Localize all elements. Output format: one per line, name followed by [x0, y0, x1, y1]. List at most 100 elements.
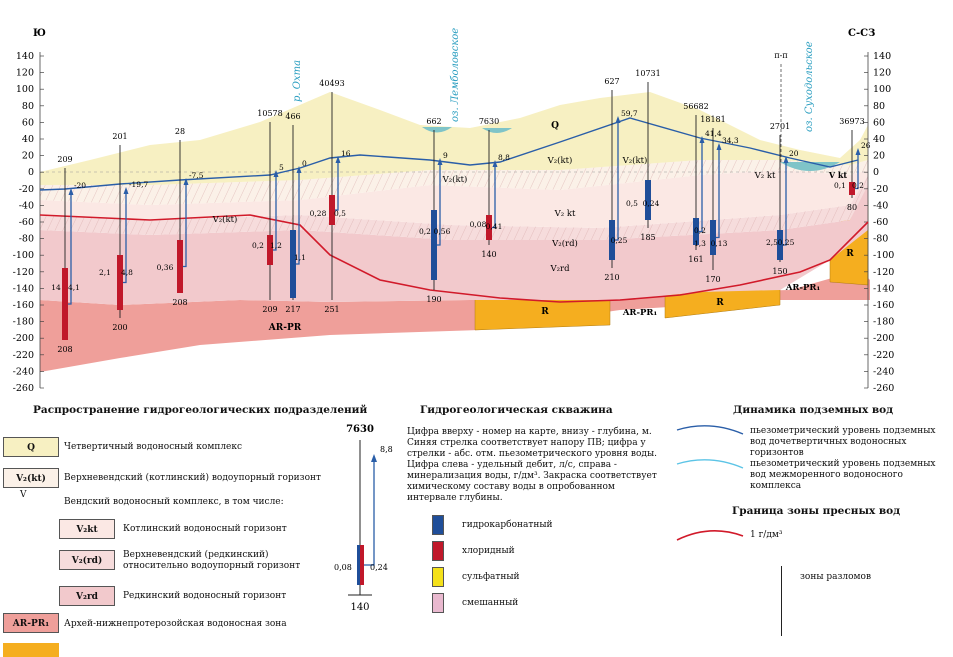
well-level: 34,3: [722, 136, 739, 145]
well-rate: 0,2: [694, 226, 706, 235]
axis-tick-label: 120: [16, 68, 34, 79]
well-example-left: 0,08: [334, 563, 352, 572]
well-number: 209: [57, 155, 72, 164]
label-arpr1-2: AR-PR₁: [785, 283, 821, 293]
chem-mixed-swatch: [432, 593, 444, 613]
well-arrow-tip: [855, 148, 861, 155]
chem-sulfate: сульфатный: [462, 572, 520, 582]
label-r-2: R: [716, 298, 724, 308]
legend-r-box-partial: [3, 643, 59, 657]
well-head-arrow: [68, 194, 72, 305]
axis-tick-label: -100: [13, 250, 34, 261]
well-rate: 0,28: [310, 209, 327, 218]
well-rate: 1,2: [270, 241, 282, 250]
well-number: 18181: [700, 115, 725, 124]
axis-tick-label: 0: [28, 167, 34, 178]
legend-units-title: Распространение гидрогеологических подра…: [33, 404, 368, 416]
well-head-arrow: [783, 162, 787, 246]
well-rate: 1,3: [694, 239, 706, 248]
label-v2rd: V₂rd: [549, 264, 570, 274]
faults-text: зоны разломов: [800, 572, 872, 582]
well-screen: [777, 230, 783, 260]
label-v2kt-aq-3: V₂(kt): [622, 155, 648, 166]
well-head-arrow: [183, 184, 187, 268]
well-example-level: 8,8: [380, 445, 393, 454]
well-number: 28: [175, 127, 185, 136]
well-depth: 185: [640, 233, 655, 242]
axis-tick-label: 60: [873, 117, 885, 128]
well-number: 7630: [479, 117, 499, 126]
axis-tick-label: -20: [19, 184, 34, 195]
well-number: 627: [604, 77, 619, 86]
well-arrow-tip: [273, 170, 279, 177]
label-r-3: R: [846, 249, 854, 259]
axis-tick-label: 20: [873, 151, 885, 162]
axis-tick-label: -60: [873, 217, 888, 228]
legend-dynamics-title: Динамика подземных вод: [733, 404, 894, 416]
axis-tick-label: 140: [16, 51, 34, 62]
legend-v2rd-aq-text: Верхневендский (редкинский) относительно…: [123, 550, 301, 571]
well-depth: 80: [847, 203, 857, 212]
label-q: Q: [551, 121, 559, 131]
well-arrow-tip: [783, 156, 789, 163]
well-rate: 0,41: [486, 222, 503, 231]
well-arrow-tip: [699, 136, 705, 143]
label-v2kt-aq-2: V₂(kt): [547, 155, 573, 166]
label-v2kt-2: V₂ kt: [754, 171, 776, 181]
well-screen: [710, 220, 716, 255]
well-arrow-tip: [296, 166, 302, 173]
label-vkt-small: V kt: [828, 170, 848, 180]
axis-tick-label: -260: [13, 383, 34, 394]
chem-chloride-swatch: [432, 541, 444, 561]
axis-tick-label: -240: [13, 366, 34, 377]
well-rate: 0,13: [711, 239, 728, 248]
river-okhta: р. Охта: [292, 60, 303, 102]
well-head-arrow: [273, 176, 277, 251]
well-screen: [431, 210, 437, 280]
well-screen: [609, 220, 615, 260]
well-rate: 1,1: [294, 253, 306, 262]
well-screen: [693, 218, 699, 245]
well-arrow-tip: [716, 143, 722, 150]
well-rate: 0,5: [626, 199, 638, 208]
layer-v2kt: [40, 170, 868, 228]
well-depth: 190: [426, 295, 441, 304]
hatch-v2rd: [40, 175, 868, 240]
well-rate: 4,8: [121, 268, 133, 277]
axis-tick-label: -260: [873, 383, 894, 394]
well-number: 662: [426, 117, 441, 126]
axis-tick-label: -240: [873, 366, 894, 377]
fresh-water-boundary: [39, 214, 869, 303]
axis-tick-label: -200: [873, 333, 894, 344]
axis-tick-label: 100: [16, 84, 34, 95]
label-arpr-1: AR-PR: [268, 323, 302, 333]
axis-tick-label: 80: [873, 101, 885, 112]
well-level: 59,7: [621, 109, 638, 118]
dir-south: Ю: [33, 28, 46, 39]
legend-v2rd-text: Редкинский водоносный горизонт: [123, 591, 287, 601]
well-number: 2701: [770, 122, 790, 131]
legend-arpr-text: Архей-нижнепротерозойская водоносная зон…: [64, 619, 287, 629]
well-number: 201: [112, 132, 127, 141]
well-head-arrow: [492, 166, 496, 229]
well-depth: 217: [285, 305, 300, 314]
well-depth: 210: [604, 273, 619, 282]
lake-sukhodolskoe: [780, 162, 840, 171]
well-level: -7,5: [189, 171, 204, 180]
well-example-num: 7630: [346, 424, 374, 435]
well-rate: 0,2: [252, 241, 264, 250]
legend-q-text: Четвертичный водоносный комплекс: [64, 442, 243, 452]
label-v2kt-1: V₂ kt: [554, 209, 576, 219]
well-rate: 0,24: [643, 199, 660, 208]
lake-2: [482, 128, 512, 133]
axis-tick-label: 20: [22, 151, 34, 162]
axis-tick-label: 40: [873, 134, 885, 145]
well-rate: 2,5: [766, 238, 778, 247]
axis-tick-label: -120: [13, 267, 34, 278]
legend-well-text: Цифра вверху - номер на карте, внизу - г…: [407, 427, 657, 503]
axis-tick-label: -120: [873, 267, 894, 278]
well-rate: 0,2: [852, 181, 864, 190]
layer-v2rd: [40, 180, 868, 305]
lake-lembolovskoe-name: оз. Лемболовское: [450, 28, 461, 122]
